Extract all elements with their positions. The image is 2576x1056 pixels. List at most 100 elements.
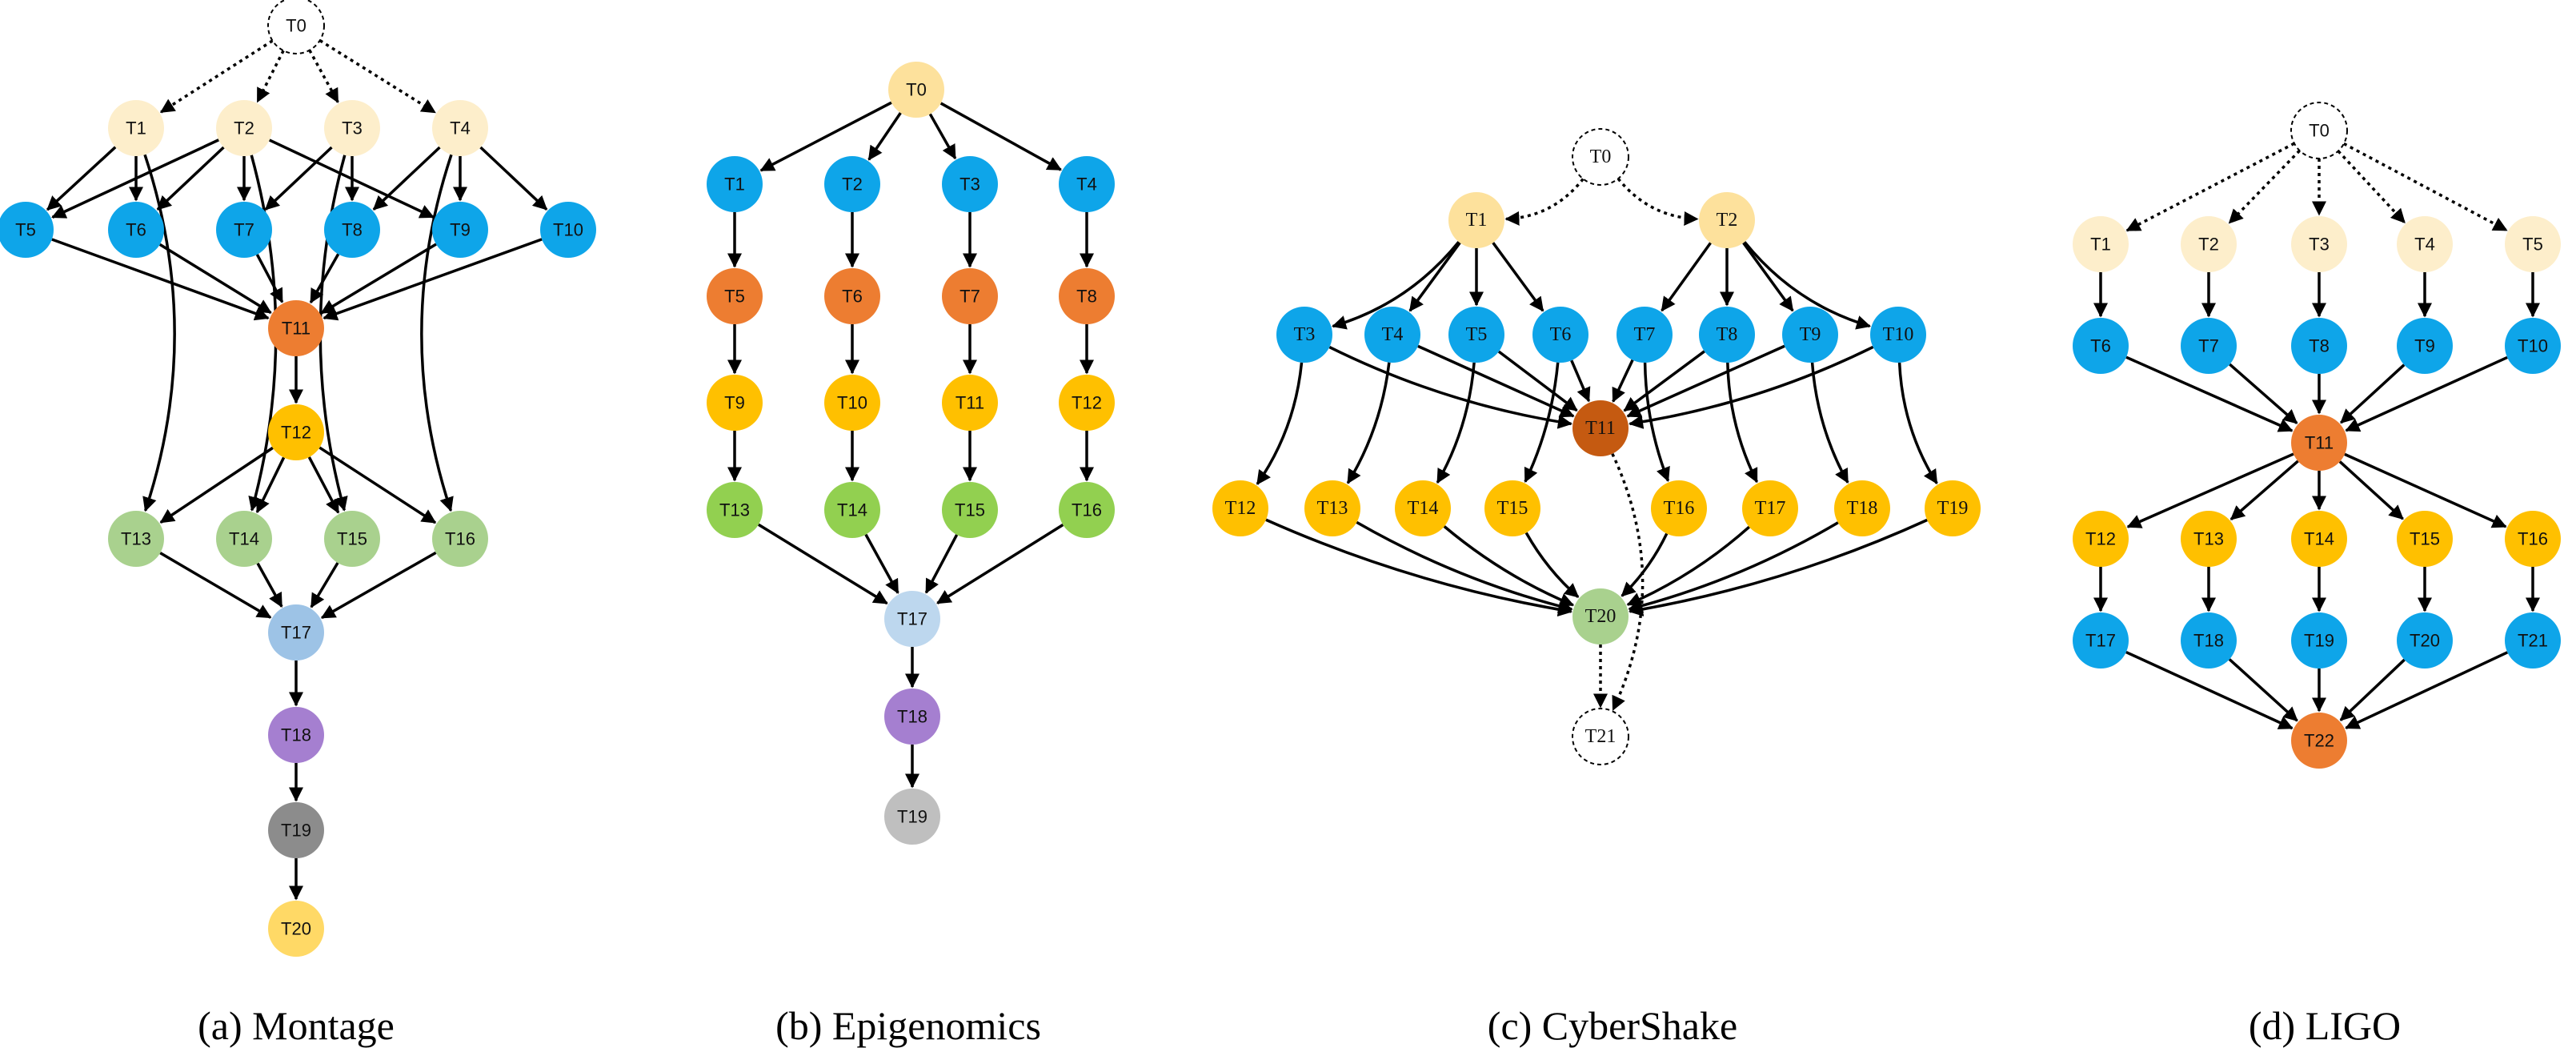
- montage-node-T12: T12: [268, 404, 324, 460]
- epigenomics-node-T11-circle: [942, 375, 998, 431]
- epigenomics-node-T1: T1: [707, 156, 763, 212]
- montage-node-T13: T13: [108, 511, 164, 567]
- ligo-node-T7-circle: [2181, 318, 2237, 374]
- epigenomics-node-T12-circle: [1059, 375, 1115, 431]
- ligo-edge-T0-T5: [2343, 142, 2508, 232]
- ligo-node-T13-circle: [2181, 511, 2237, 567]
- epigenomics-node-T11: T11: [942, 375, 998, 431]
- epigenomics-node-T2-circle: [824, 156, 880, 212]
- cybershake-edge-T2-T10: [1743, 241, 1871, 330]
- ligo-edge-T0-T2: [2228, 149, 2301, 224]
- epigenomics-node-T11-label: T11: [955, 393, 984, 413]
- cybershake-edge-T10-T11: [1629, 345, 1874, 429]
- montage-node-T10: T10: [540, 202, 596, 258]
- montage-node-T6-circle: [108, 202, 164, 258]
- epigenomics-node-T1-label: T1: [724, 175, 745, 195]
- cybershake-edge-T1-T6: [1492, 242, 1544, 312]
- ligo-node-T14: T14: [2291, 511, 2347, 567]
- cybershake-node-T6: T6: [1532, 307, 1588, 363]
- ligo-node-T15-circle: [2397, 511, 2453, 567]
- montage-node-T20: T20: [268, 901, 324, 957]
- epigenomics-node-T3: T3: [942, 156, 998, 212]
- cybershake-edge-T11-T21: [1611, 452, 1645, 711]
- ligo-node-T8: T8: [2291, 318, 2347, 374]
- montage-node-T5-circle: [0, 202, 54, 258]
- montage-edge-T14-T17: [256, 562, 283, 608]
- ligo-edge-T11-T12: [2126, 452, 2294, 528]
- ligo-node-T6-circle: [2073, 318, 2129, 374]
- cybershake-edge-T5-T11: [1497, 350, 1578, 412]
- cybershake-edge-T9-T18: [1810, 362, 1849, 484]
- ligo-node-T0-label: T0: [2309, 121, 2330, 141]
- ligo-node-T19-circle: [2291, 612, 2347, 669]
- cybershake-edge-T1-T4: [1408, 242, 1461, 312]
- ligo-node-T12: T12: [2073, 511, 2129, 567]
- montage-node-T2-label: T2: [234, 118, 254, 139]
- montage-edge-T12-T14: [255, 456, 286, 514]
- montage-edge-T0-T4: [318, 39, 436, 114]
- ligo-node-T6-label: T6: [2090, 336, 2111, 356]
- ligo-node-T19-label: T19: [2304, 631, 2334, 651]
- cybershake-node-T21: T21: [1572, 708, 1629, 765]
- montage-node-T6-label: T6: [126, 220, 146, 240]
- ligo-edges: [2093, 142, 2540, 730]
- cybershake-node-T15: T15: [1484, 480, 1540, 536]
- ligo-node-T15-label: T15: [2410, 529, 2440, 549]
- ligo-node-T1: T1: [2073, 216, 2129, 272]
- epigenomics-node-T13-circle: [707, 482, 763, 538]
- cybershake-node-T16: T16: [1651, 480, 1707, 536]
- cybershake-node-T7-label: T7: [1634, 324, 1656, 345]
- montage-node-T7-circle: [216, 202, 272, 258]
- epigenomics-node-T5-label: T5: [724, 287, 745, 307]
- epigenomics-node-T16: T16: [1059, 482, 1115, 538]
- montage-edge-T0-T3: [308, 49, 339, 103]
- montage-edge-T1-T5: [46, 146, 117, 211]
- epigenomics-node-T8: T8: [1059, 268, 1115, 324]
- cybershake-node-T7: T7: [1617, 307, 1673, 363]
- cybershake-node-T4-label: T4: [1382, 324, 1404, 345]
- ligo-node-T15: T15: [2397, 511, 2453, 567]
- epigenomics-node-T3-circle: [942, 156, 998, 212]
- ligo-node-T9: T9: [2397, 318, 2453, 374]
- epigenomics-node-T12: T12: [1059, 375, 1115, 431]
- ligo-node-T3-label: T3: [2309, 235, 2330, 255]
- epigenomics-edge-T0-T3: [928, 113, 957, 160]
- cybershake-node-T21-circle: [1572, 708, 1629, 765]
- ligo-node-T20-circle: [2397, 612, 2453, 669]
- cybershake-node-T14-label: T14: [1408, 498, 1439, 519]
- ligo-node-T9-circle: [2397, 318, 2453, 374]
- epigenomics-node-T18: T18: [884, 689, 940, 745]
- cybershake-edge-T15-T20: [1524, 532, 1580, 599]
- cybershake-node-T2: T2: [1699, 192, 1755, 248]
- cybershake-edge-T12-T20: [1265, 518, 1572, 617]
- epigenomics-node-T5-circle: [707, 268, 763, 324]
- cybershake-node-T1: T1: [1448, 192, 1504, 248]
- cybershake-node-T0: T0: [1572, 128, 1629, 186]
- montage-edge-T2-T5: [51, 139, 220, 219]
- montage-node-T6: T6: [108, 202, 164, 258]
- cybershake-node-T3: T3: [1276, 307, 1332, 363]
- montage-node-T7: T7: [216, 202, 272, 258]
- ligo-node-T12-circle: [2073, 511, 2129, 567]
- montage-node-T4-circle: [432, 100, 488, 156]
- ligo-edge-T11-T15: [2338, 460, 2404, 520]
- montage-node-T19: T19: [268, 802, 324, 858]
- ligo-edge-T0-T4: [2337, 150, 2406, 224]
- montage-node-T9: T9: [432, 202, 488, 258]
- epigenomics-edge-T0-T2: [867, 111, 902, 161]
- cybershake-node-T17-label: T17: [1755, 498, 1786, 519]
- ligo-node-T6: T6: [2073, 318, 2129, 374]
- montage-node-T15-circle: [324, 511, 380, 567]
- cybershake-node-T12: T12: [1212, 480, 1268, 536]
- ligo-node-T21-circle: [2505, 612, 2561, 669]
- epigenomics-node-T7-label: T7: [959, 287, 980, 307]
- ligo-node-T22-circle: [2291, 713, 2347, 769]
- epigenomics-node-T14: T14: [824, 482, 880, 538]
- montage-node-T11: T11: [268, 300, 324, 356]
- montage-node-T2-circle: [216, 100, 272, 156]
- montage-node-T16-circle: [432, 511, 488, 567]
- ligo-node-T5-label: T5: [2522, 235, 2543, 255]
- epigenomics-node-T4-label: T4: [1076, 175, 1097, 195]
- ligo-node-T14-circle: [2291, 511, 2347, 567]
- montage-node-T16-label: T16: [445, 529, 475, 549]
